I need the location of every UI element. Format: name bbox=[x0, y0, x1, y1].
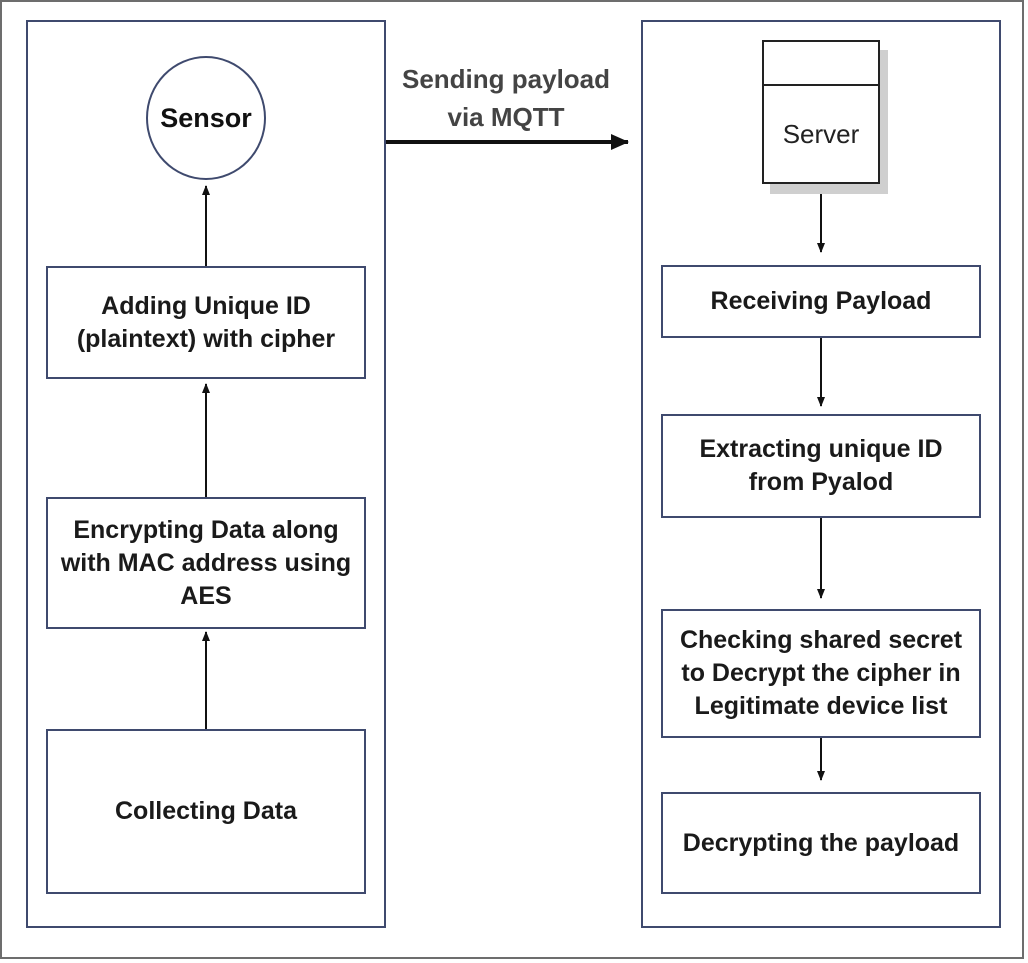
sensor-label: Sensor bbox=[160, 102, 252, 133]
sensor-node: Sensor bbox=[146, 56, 266, 180]
step-adding-unique-id-label: Adding Unique ID (plaintext) with cipher bbox=[76, 291, 336, 353]
step-receiving-payload: Receiving Payload bbox=[661, 265, 981, 338]
mqtt-link-label: Sending payload via MQTT bbox=[401, 64, 611, 132]
server-header bbox=[764, 42, 878, 86]
step-extracting-unique-id-label: Extracting unique ID from Pyalod bbox=[699, 435, 943, 496]
step-checking-shared-secret: Checking shared secret to Decrypt the ci… bbox=[661, 609, 981, 738]
server-node: Server bbox=[762, 40, 880, 184]
step-encrypting-data-label: Encrypting Data along with MAC address u… bbox=[60, 515, 352, 610]
step-checking-shared-secret-label: Checking shared secret to Decrypt the ci… bbox=[679, 626, 963, 720]
step-collecting-data: Collecting Data bbox=[46, 729, 366, 894]
step-collecting-data-label: Collecting Data bbox=[115, 797, 297, 825]
step-extracting-unique-id: Extracting unique ID from Pyalod bbox=[661, 414, 981, 518]
step-encrypting-data: Encrypting Data along with MAC address u… bbox=[46, 497, 366, 629]
step-decrypting-payload: Decrypting the payload bbox=[661, 792, 981, 894]
step-adding-unique-id: Adding Unique ID (plaintext) with cipher bbox=[46, 266, 366, 379]
server-label: Server bbox=[782, 118, 860, 149]
step-decrypting-payload-label: Decrypting the payload bbox=[682, 828, 960, 857]
step-receiving-payload-label: Receiving Payload bbox=[710, 287, 932, 315]
